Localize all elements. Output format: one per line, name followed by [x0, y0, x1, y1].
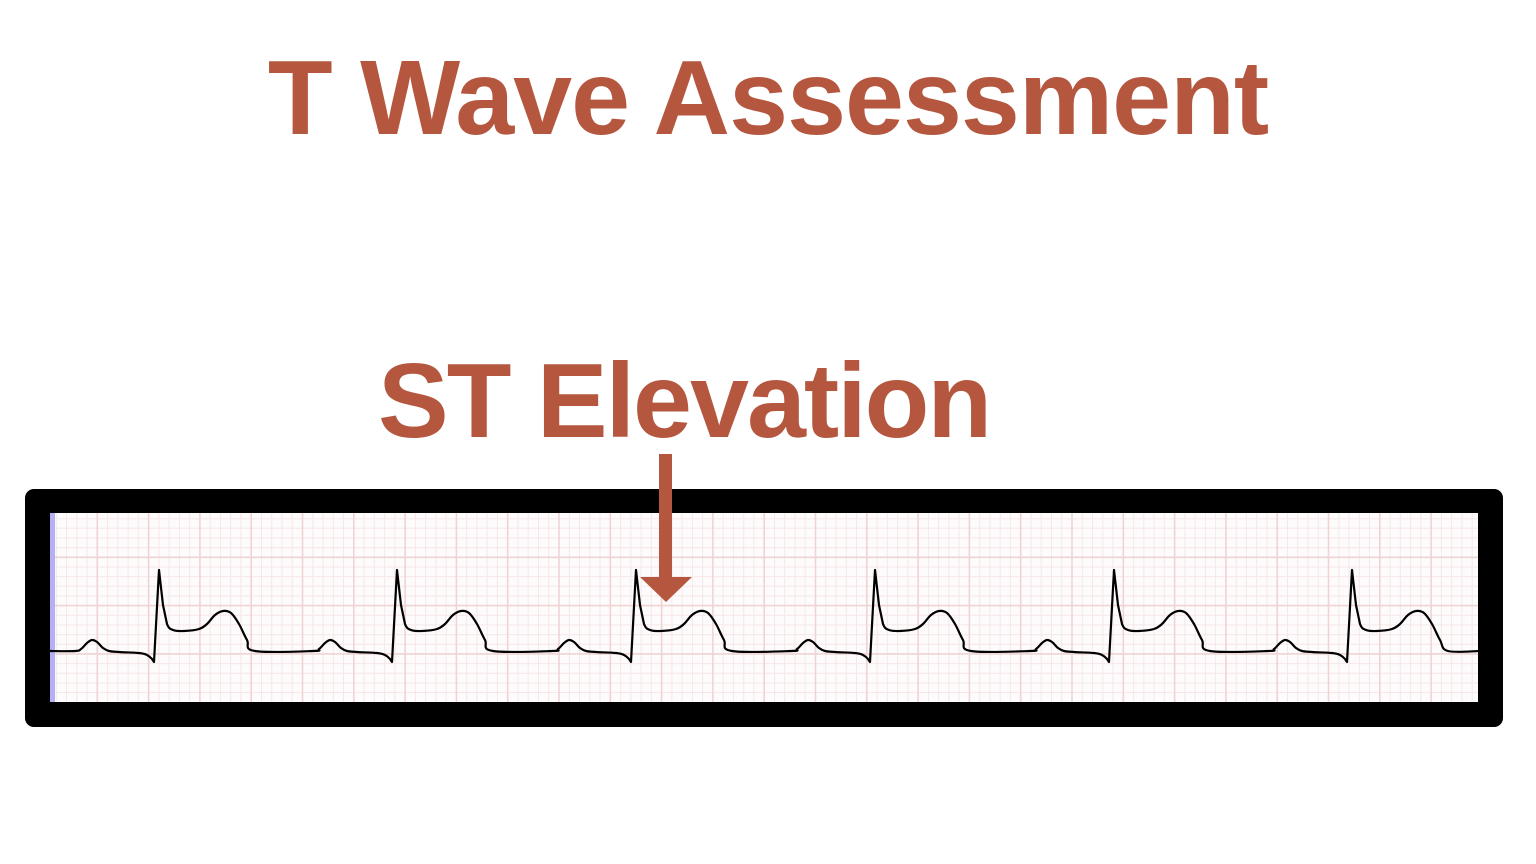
arrow-down-icon	[640, 454, 692, 602]
page-title: T Wave Assessment	[267, 39, 1269, 157]
strip-start-marker	[50, 513, 55, 702]
ecg-grid	[50, 513, 1478, 702]
ecg-trace	[50, 568, 1478, 664]
grid-major-lines	[50, 513, 1478, 702]
st-elevation-label: ST Elevation	[378, 342, 992, 460]
